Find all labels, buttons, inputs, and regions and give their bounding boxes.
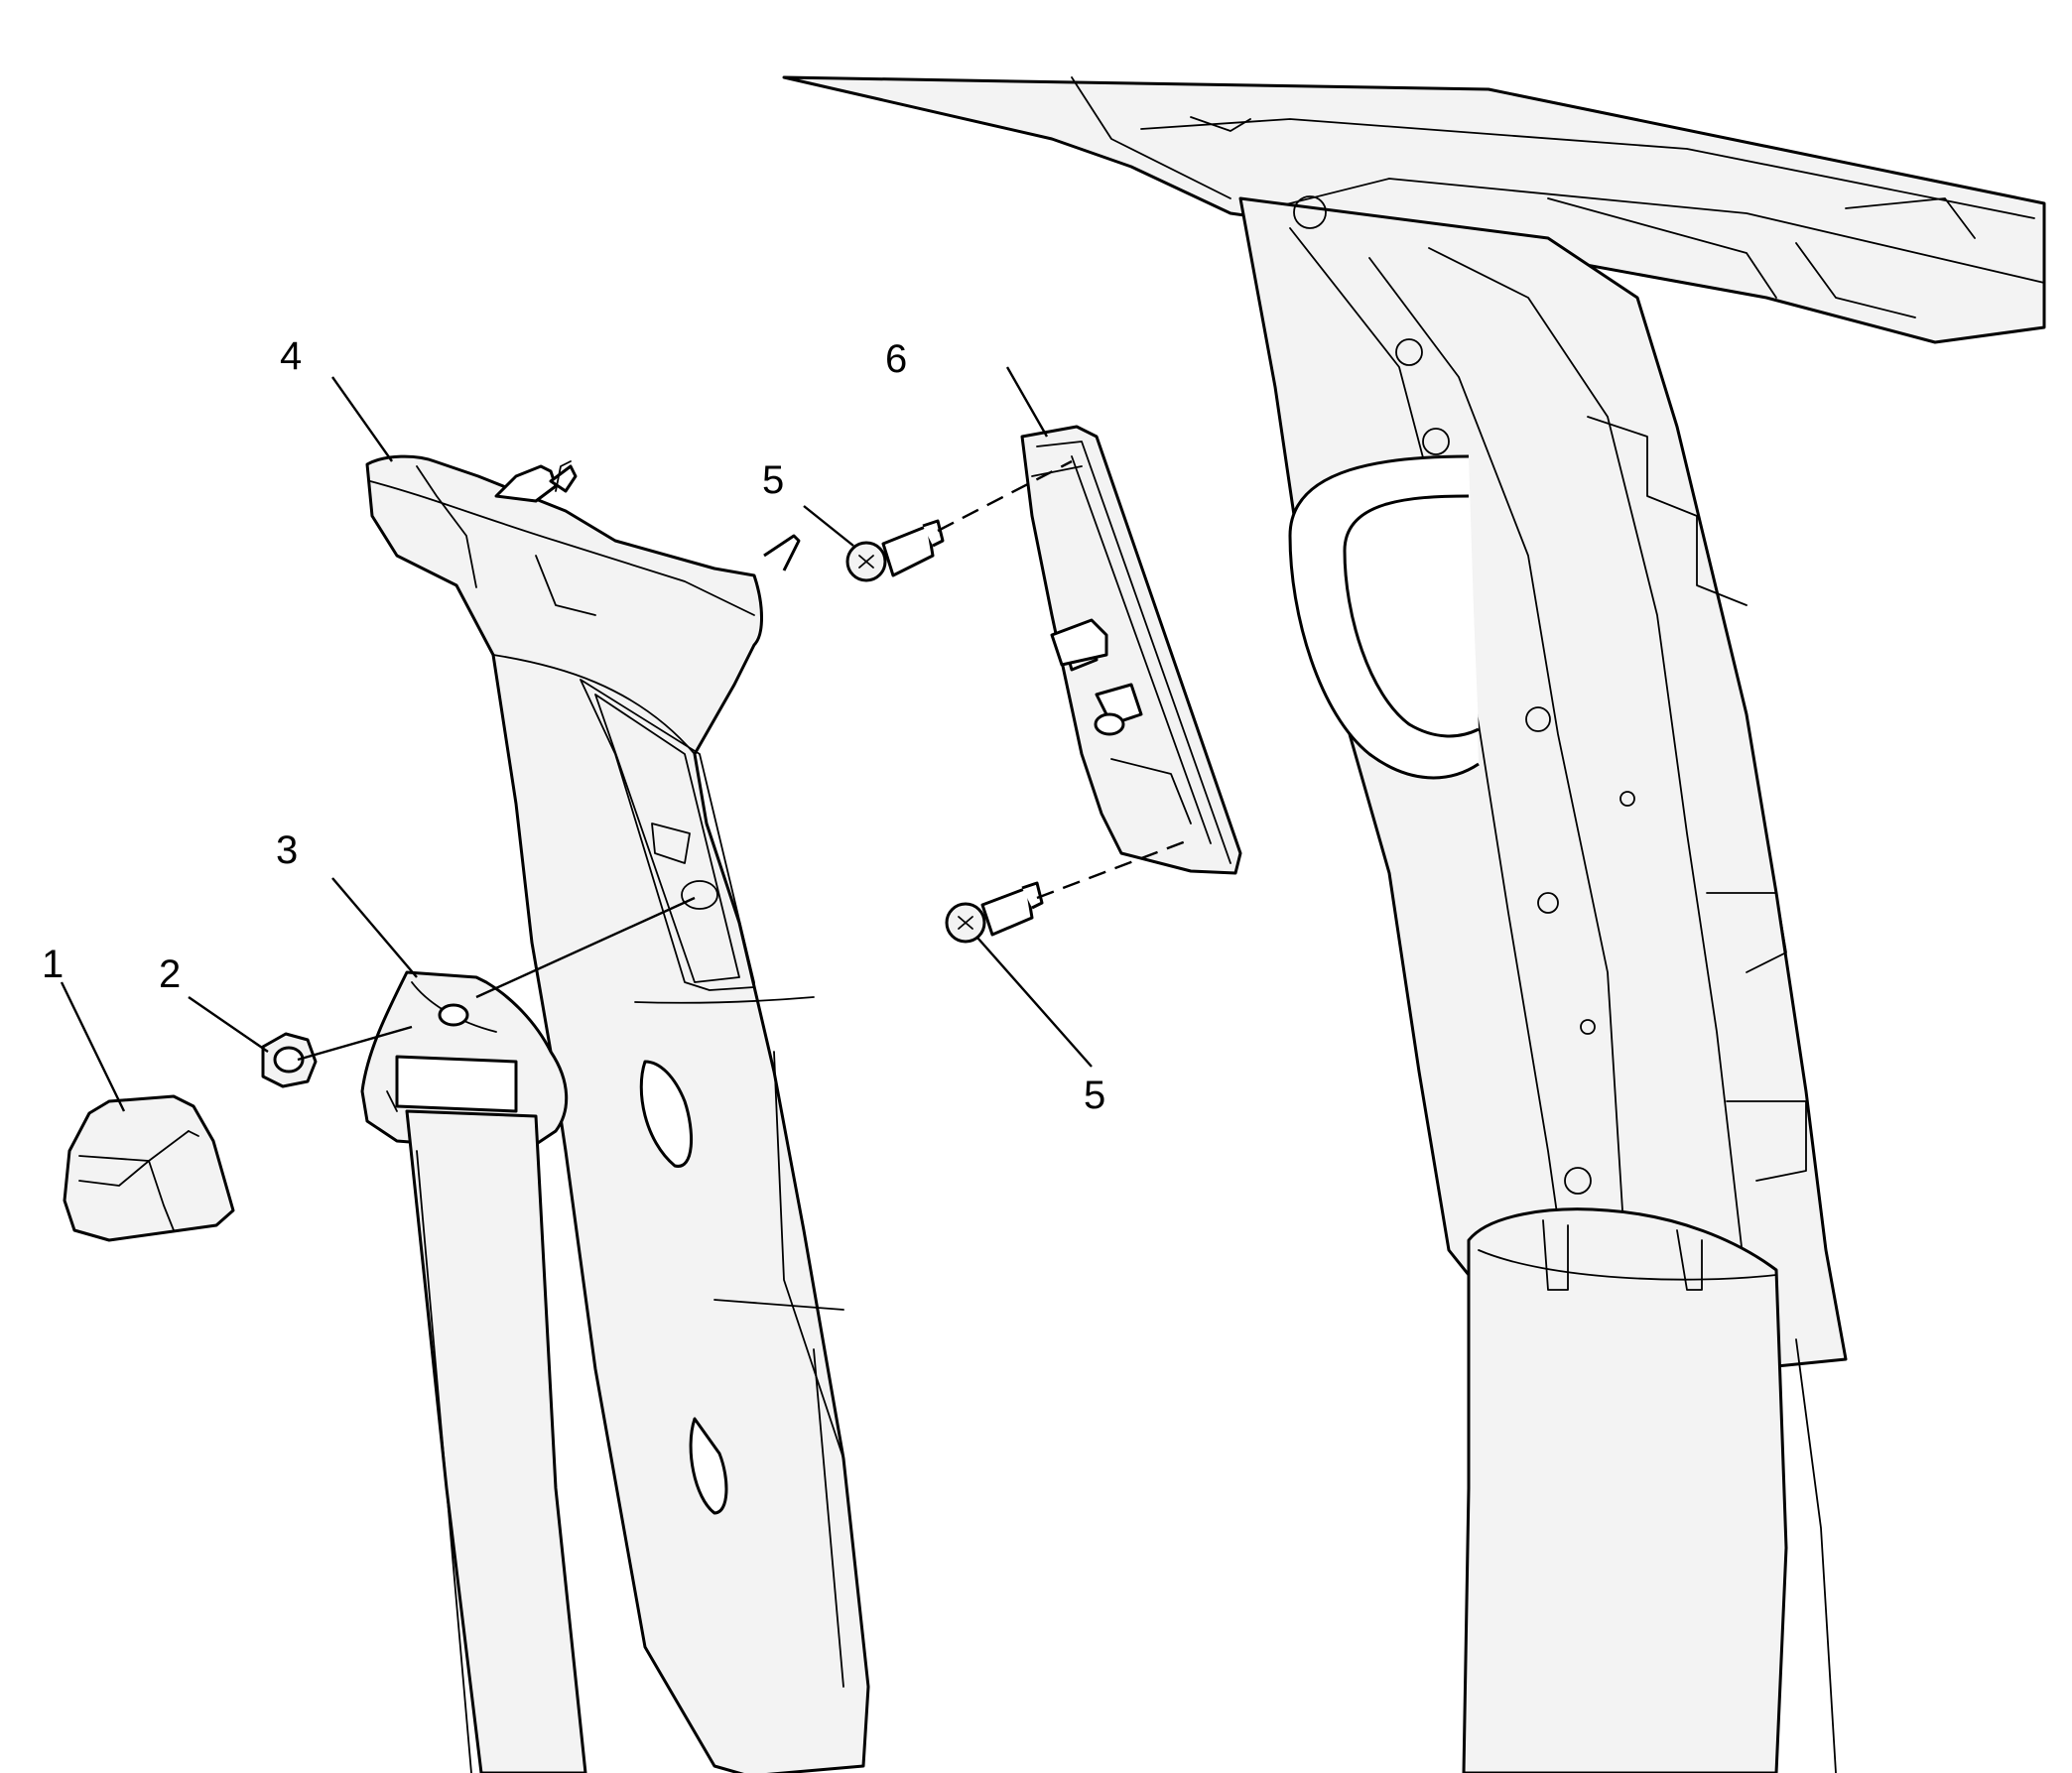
callout-1: 1 [42,943,64,986]
callout-2: 2 [159,952,181,996]
part-3-belt-guide [360,970,587,1773]
callout-labels: 1 2 3 4 5 5 6 [42,334,1105,1117]
callout-3: 3 [276,828,298,872]
part-6-trim-strip [1020,425,1242,875]
callout-5-upper: 5 [762,458,784,502]
part-5-screw-lower [945,881,1044,944]
b-pillar-upper [1238,195,1848,1371]
body-structure [782,75,2046,1773]
callout-4: 4 [280,334,302,378]
assist-handle [1288,454,1480,780]
part-1-cover [63,1094,235,1242]
leader-lines [60,366,1093,1112]
part-4-pillar-trim-panel [365,454,870,1773]
part-5-screw-upper [845,519,945,582]
callout-6: 6 [885,337,907,381]
callout-5-lower: 5 [1084,1074,1105,1117]
alignment-lines [297,459,1187,1062]
part-2-nut [261,1032,318,1088]
roof-rail [782,75,2046,344]
lower-pillar-trim [1462,1207,1837,1773]
